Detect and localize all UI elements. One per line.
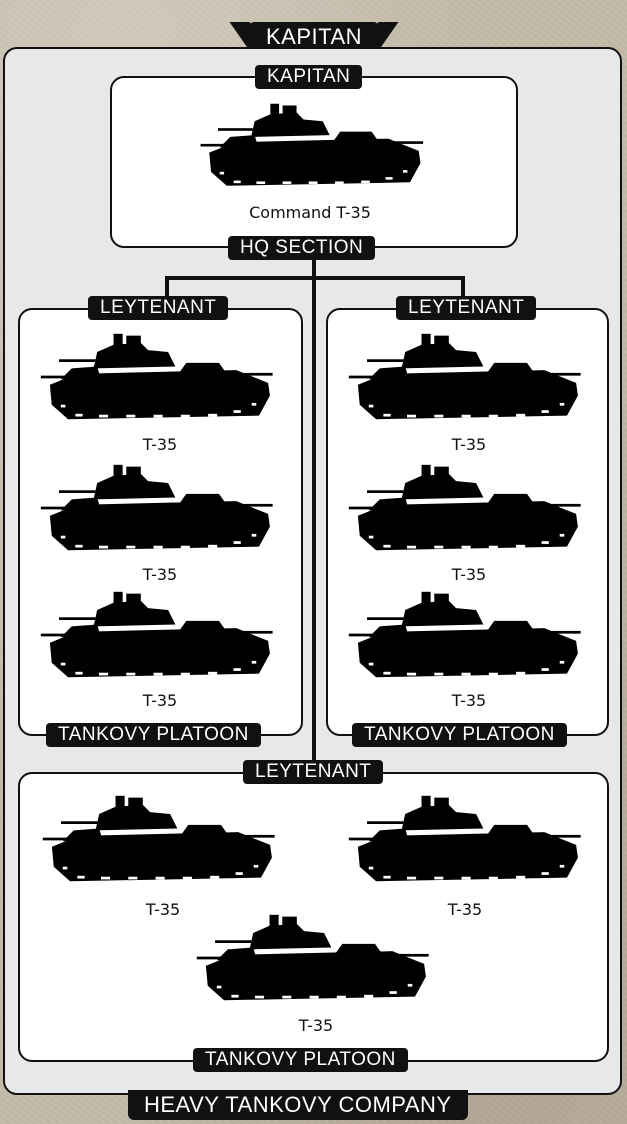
platoon-right-rank-tag: LEYTENANT: [396, 296, 536, 320]
platoon-right-title-tag: TANKOVY PLATOON: [352, 723, 567, 747]
platoon-right-tank-1-label: T-35: [399, 435, 539, 454]
platoon-bottom-tank-3: [184, 913, 446, 1013]
platoon-right-tank-3-label: T-35: [399, 691, 539, 710]
platoon-bottom-title-tag: TANKOVY PLATOON: [193, 1048, 408, 1072]
platoon-left-tank-1-label: T-35: [90, 435, 230, 454]
command-t35-tank: [183, 102, 445, 198]
hq-branch-line: [165, 276, 465, 280]
platoon-right-tank-2-label: T-35: [399, 565, 539, 584]
platoon-bottom-tank-3-label: T-35: [246, 1016, 386, 1035]
platoon-bottom-rank-tag: LEYTENANT: [243, 760, 383, 784]
hq-section-tag: HQ SECTION: [228, 236, 375, 260]
platoon-bottom-tank-1: [30, 794, 292, 894]
platoon-left-rank-tag: LEYTENANT: [88, 296, 228, 320]
platoon-left-title-tag: TANKOVY PLATOON: [46, 723, 261, 747]
platoon-left-tank-3-label: T-35: [90, 691, 230, 710]
platoon-right-tank-1: [336, 332, 598, 432]
hq-rank-tag: KAPITAN: [255, 65, 362, 89]
hq-tank-label: Command T-35: [240, 203, 380, 222]
hq-trunk-line: [312, 256, 316, 772]
platoon-right-tank-3: [336, 590, 598, 690]
platoon-left-tank-1: [28, 332, 290, 432]
platoon-right-tank-2: [336, 463, 598, 563]
platoon-bottom-tank-2: [336, 794, 598, 894]
platoon-left-tank-3: [28, 590, 290, 690]
platoon-left-tank-2-label: T-35: [90, 565, 230, 584]
company-title-tag: HEAVY TANKOVY COMPANY: [128, 1090, 468, 1120]
platoon-left-tank-2: [28, 463, 290, 563]
